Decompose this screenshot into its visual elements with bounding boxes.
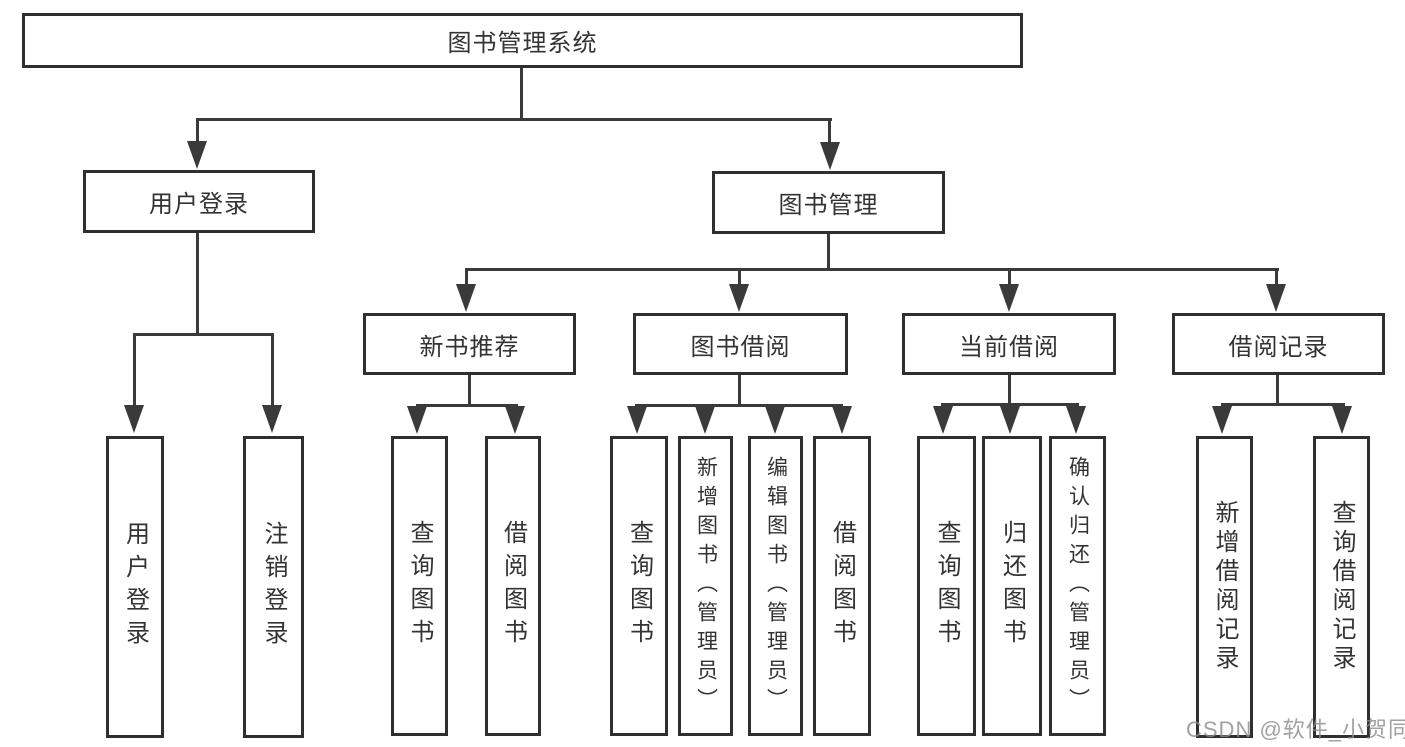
arrow-down-book-mgmt: [820, 142, 840, 170]
arrow-down-leaf-logout: [262, 405, 282, 433]
leaf-borrow-add-admin-label: 新增图书（管理员）: [694, 455, 718, 717]
arrow-down-borrow-add: [695, 406, 715, 434]
connector-current-split: [941, 403, 1079, 406]
arrow-down-current-borrow: [999, 284, 1019, 312]
connector-level3-split: [465, 268, 1279, 271]
connector-stem-user-login: [196, 118, 199, 146]
leaf-records-add-label: 新增借阅记录: [1211, 500, 1238, 674]
leaf-records-query: 查询借阅记录: [1313, 436, 1370, 738]
leaf-records-query-label: 查询借阅记录: [1328, 500, 1355, 674]
connector-level2-split: [196, 118, 832, 121]
connector-stem-leaf-login: [133, 333, 136, 408]
arrow-down-newbooks-query: [407, 406, 427, 434]
node-book-mgmt: 图书管理: [712, 171, 945, 234]
leaf-borrow-query: 查询图书: [610, 436, 668, 736]
arrow-down-current-query: [933, 406, 953, 434]
arrow-down-current-confirm: [1066, 406, 1086, 434]
node-new-books-label: 新书推荐: [419, 333, 520, 361]
arrow-down-user-login: [187, 141, 207, 169]
arrow-down-records-add: [1212, 406, 1232, 434]
leaf-logout-label: 注销登录: [260, 521, 287, 653]
node-borrow-records-label: 借阅记录: [1228, 333, 1329, 361]
leaf-newbooks-borrow-label: 借阅图书: [499, 520, 527, 652]
leaf-current-confirm-admin-label: 确认归还（管理员）: [1066, 455, 1090, 717]
node-user-login-label: 用户登录: [149, 191, 249, 218]
leaf-borrow-edit-admin-label: 编辑图书（管理员）: [764, 455, 788, 717]
leaf-newbooks-query-label: 查询图书: [406, 520, 433, 652]
arrow-down-newbooks-borrow: [505, 406, 525, 434]
leaf-current-query: 查询图书: [917, 436, 976, 736]
connector-stem-borrow-records: [1275, 268, 1278, 290]
node-current-borrow-label: 当前借阅: [959, 333, 1059, 361]
node-current-borrow: 当前借阅: [902, 313, 1116, 375]
arrow-down-borrow-edit: [765, 406, 785, 434]
node-new-books: 新书推荐: [363, 313, 576, 375]
leaf-current-query-label: 查询图书: [933, 520, 960, 652]
leaf-borrow-borrow: 借阅图书: [813, 436, 871, 736]
node-book-mgmt-label: 图书管理: [778, 192, 879, 219]
connector-stem-leaf-logout: [271, 333, 274, 408]
node-root-system: 图书管理系统: [22, 13, 1023, 68]
node-book-borrow-label: 图书借阅: [690, 333, 791, 361]
connector-current-trunk: [1008, 375, 1011, 406]
leaf-user-login-label: 用户登录: [121, 521, 149, 653]
node-root-label: 图书管理系统: [447, 30, 598, 57]
node-borrow-records: 借阅记录: [1172, 313, 1385, 375]
connector-newbooks-split: [416, 404, 518, 407]
connector-records-split: [1221, 403, 1345, 406]
connector-stem-current-borrow: [1008, 268, 1011, 290]
connector-borrow-split: [635, 404, 843, 407]
leaf-borrow-add-admin: 新增图书（管理员）: [678, 436, 733, 736]
arrow-down-records-query: [1332, 406, 1352, 434]
connector-stem-book-borrow: [738, 268, 741, 290]
leaf-current-confirm-admin: 确认归还（管理员）: [1049, 436, 1106, 736]
arrow-down-borrow-query: [627, 406, 647, 434]
leaf-user-login: 用户登录: [106, 436, 164, 738]
connector-borrow-trunk: [738, 375, 741, 407]
leaf-borrow-borrow-label: 借阅图书: [828, 520, 856, 652]
arrow-down-borrow-borrow: [832, 406, 852, 434]
arrow-down-leaf-login: [124, 405, 144, 433]
leaf-borrow-edit-admin: 编辑图书（管理员）: [748, 436, 803, 736]
connector-newbooks-trunk: [468, 375, 471, 407]
node-book-borrow: 图书借阅: [633, 313, 848, 375]
connector-user-trunk: [196, 233, 199, 336]
arrow-down-borrow-records: [1266, 284, 1286, 312]
leaf-current-return-label: 归还图书: [998, 520, 1026, 652]
leaf-current-return: 归还图书: [982, 436, 1042, 736]
leaf-records-add: 新增借阅记录: [1196, 436, 1253, 738]
leaf-borrow-query-label: 查询图书: [625, 520, 653, 652]
connector-stem-book-mgmt: [828, 118, 831, 146]
leaf-logout: 注销登录: [243, 436, 304, 738]
node-user-login: 用户登录: [83, 170, 315, 233]
connector-user-split: [133, 333, 274, 336]
arrow-down-new-books: [456, 284, 476, 312]
connector-book-trunk: [827, 234, 830, 271]
arrow-down-current-return: [1000, 406, 1020, 434]
leaf-newbooks-borrow: 借阅图书: [485, 436, 541, 736]
csdn-watermark: CSDN @软件_小贺同学: [1186, 717, 1405, 742]
connector-root-trunk: [520, 68, 523, 120]
arrow-down-book-borrow: [729, 284, 749, 312]
connector-records-trunk: [1276, 375, 1279, 406]
leaf-newbooks-query: 查询图书: [391, 436, 448, 736]
connector-stem-new-books: [465, 268, 468, 290]
